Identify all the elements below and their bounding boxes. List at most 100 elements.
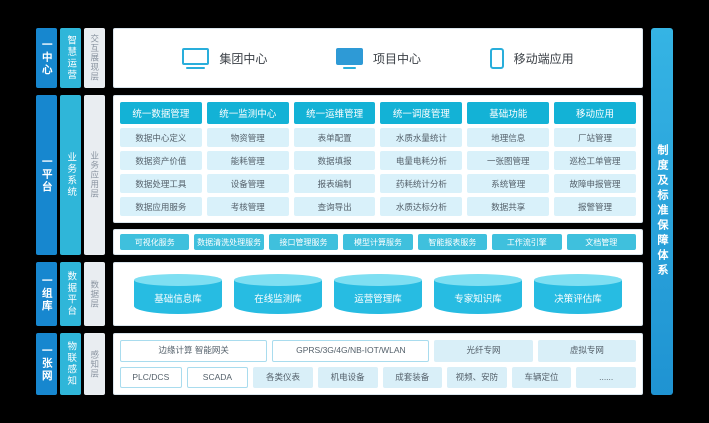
- display-layer-panel: 集团中心 项目中心 移动端应用: [113, 28, 643, 88]
- device-box: 机电设备: [317, 366, 378, 388]
- column-item: 系统管理: [467, 174, 550, 193]
- database-cylinder: 专家知识库: [434, 274, 522, 314]
- service-item: 文档管理: [566, 234, 636, 250]
- rail-one-network: 一张网: [36, 333, 57, 395]
- column-header: 统一调度管理: [380, 102, 463, 124]
- rail-one-repository-label: 一组库: [40, 275, 53, 313]
- column-item: 数据处理工具: [120, 174, 202, 193]
- service-item: 接口管理服务: [268, 234, 339, 250]
- rail-one-network-label: 一张网: [40, 345, 53, 383]
- column-mobile-apps: 移动应用 厂站管理 巡检工单管理 故障申报管理 报警管理: [554, 102, 636, 216]
- fiber-network-box: 光纤专网: [434, 340, 533, 362]
- column-basic-functions: 基础功能 地理信息 一张图管理 系统管理 数据共享: [467, 102, 550, 216]
- service-item: 模型计算服务: [343, 234, 413, 250]
- column-item: 考核管理: [206, 197, 289, 216]
- perception-layer-panel: 边缘计算 智能网关 GPRS/3G/4G/NB-IOT/WLAN 光纤专网 虚拟…: [113, 333, 643, 395]
- column-item: 数据共享: [467, 197, 550, 216]
- application-layer-row: 一平台 业务系统 业务应用层 统一数据管理 数据中心定义 数据资产价值 数据处理…: [36, 95, 643, 255]
- assurance-system-bar: 制度及标准保障体系: [651, 28, 673, 395]
- rail-application-layer-label: 业务应用层: [89, 151, 100, 199]
- column-monitoring-center: 统一监测中心 物资管理 能耗管理 设备管理 考核管理: [206, 102, 289, 216]
- database-cylinder: 运营管理库: [334, 274, 422, 314]
- device-box: PLC/DCS: [120, 366, 182, 388]
- column-item: 物资管理: [206, 128, 289, 147]
- edge-computing-box: 边缘计算 智能网关: [120, 340, 268, 362]
- device-box: 成套装备: [382, 366, 443, 388]
- display-layer-row: 一中心 智慧运营 交互展现层 集团中心 项目中心 移动端应用: [36, 28, 643, 88]
- data-layer-panel: 基础信息库 在线监测库 运营管理库 专家知识库 决策评估库: [113, 262, 643, 326]
- application-columns-panel: 统一数据管理 数据中心定义 数据资产价值 数据处理工具 数据应用服务 统一监测中…: [113, 95, 643, 223]
- rail-business-system: 业务系统: [60, 95, 81, 255]
- device-box: 车辆定位: [511, 366, 572, 388]
- column-item: 水质水量统计: [380, 128, 463, 147]
- center-group-label: 集团中心: [219, 51, 268, 66]
- services-row: 可视化服务 数据清洗处理服务 接口管理服务 模型计算服务 智能报表服务 工作流引…: [113, 229, 643, 255]
- center-project-label: 项目中心: [372, 51, 421, 66]
- rail-data-layer: 数据层: [84, 262, 105, 326]
- device-box: 各类仪表: [253, 366, 313, 388]
- rail-display-layer: 交互展现层: [84, 28, 105, 88]
- center-group: 集团中心: [182, 47, 268, 69]
- column-item: 设备管理: [206, 174, 289, 193]
- rail-smart-operation-label: 智慧运营: [65, 35, 77, 81]
- database-label: 专家知识库: [454, 294, 502, 305]
- monitor-icon: [335, 47, 363, 69]
- database-label: 运营管理库: [354, 294, 402, 305]
- rail-display-layer-label: 交互展现层: [89, 34, 100, 82]
- center-project: 项目中心: [335, 47, 421, 69]
- service-item: 智能报表服务: [417, 234, 488, 250]
- center-mobile-label: 移动端应用: [513, 51, 574, 66]
- virtual-network-box: 虚拟专网: [537, 340, 636, 362]
- rail-iot-sensing-label: 物联感知: [65, 341, 77, 387]
- column-data-management: 统一数据管理 数据中心定义 数据资产价值 数据处理工具 数据应用服务: [120, 102, 202, 216]
- column-item: 电量电耗分析: [380, 151, 463, 170]
- service-item: 工作流引擎: [492, 234, 562, 250]
- data-layer-row: 一组库 数据平台 数据层 基础信息库 在线监测库 运营管理库 专家知识库 决策评…: [36, 262, 643, 326]
- rail-data-platform-label: 数据平台: [65, 271, 77, 317]
- rail-iot-sensing: 物联感知: [60, 333, 81, 395]
- rail-smart-operation: 智慧运营: [60, 28, 81, 88]
- rail-one-platform-label: 一平台: [40, 156, 53, 194]
- column-header: 统一运维管理: [293, 102, 376, 124]
- column-item: 报表编制: [293, 174, 376, 193]
- device-box: ......: [576, 366, 636, 388]
- column-header: 移动应用: [554, 102, 636, 124]
- device-box: 视频、安防: [447, 366, 507, 388]
- center-mobile: 移动端应用: [489, 47, 574, 69]
- database-label: 基础信息库: [154, 294, 202, 305]
- device-box: SCADA: [186, 366, 249, 388]
- column-item: 报警管理: [554, 197, 636, 216]
- column-item: 数据中心定义: [120, 128, 202, 147]
- rail-one-center: 一中心: [36, 28, 57, 88]
- database-label: 决策评估库: [554, 294, 602, 305]
- database-label: 在线监测库: [254, 294, 302, 305]
- rail-perception-layer: 感知层: [84, 333, 105, 395]
- column-item: 药耗统计分析: [380, 174, 463, 193]
- rail-application-layer: 业务应用层: [84, 95, 105, 255]
- column-item: 数据应用服务: [120, 197, 202, 216]
- mobile-icon: [489, 47, 504, 69]
- column-item: 巡检工单管理: [554, 151, 636, 170]
- column-item: 厂站管理: [554, 128, 636, 147]
- rail-one-repository: 一组库: [36, 262, 57, 326]
- rail-business-system-label: 业务系统: [65, 152, 77, 198]
- rail-perception-layer-label: 感知层: [89, 349, 100, 379]
- rail-data-platform: 数据平台: [60, 262, 81, 326]
- database-cylinder: 决策评估库: [534, 274, 622, 314]
- column-item: 数据资产价值: [120, 151, 202, 170]
- rail-one-center-label: 一中心: [40, 39, 53, 77]
- perception-layer-row: 一张网 物联感知 感知层 边缘计算 智能网关 GPRS/3G/4G/NB-IOT…: [36, 333, 643, 395]
- rail-data-layer-label: 数据层: [89, 279, 100, 309]
- column-header: 基础功能: [467, 102, 550, 124]
- wireless-network-box: GPRS/3G/4G/NB-IOT/WLAN: [272, 340, 430, 362]
- column-item: 故障申报管理: [554, 174, 636, 193]
- column-header: 统一监测中心: [206, 102, 289, 124]
- service-item: 数据清洗处理服务: [194, 234, 264, 250]
- column-item: 表单配置: [293, 128, 376, 147]
- column-header: 统一数据管理: [120, 102, 202, 124]
- rail-one-platform: 一平台: [36, 95, 57, 255]
- database-cylinder: 基础信息库: [134, 274, 222, 314]
- network-row: 边缘计算 智能网关 GPRS/3G/4G/NB-IOT/WLAN 光纤专网 虚拟…: [120, 340, 636, 362]
- column-ops-management: 统一运维管理 表单配置 数据填报 报表编制 查询导出: [293, 102, 376, 216]
- device-row: PLC/DCS SCADA 各类仪表 机电设备 成套装备 视频、安防 车辆定位 …: [120, 366, 636, 388]
